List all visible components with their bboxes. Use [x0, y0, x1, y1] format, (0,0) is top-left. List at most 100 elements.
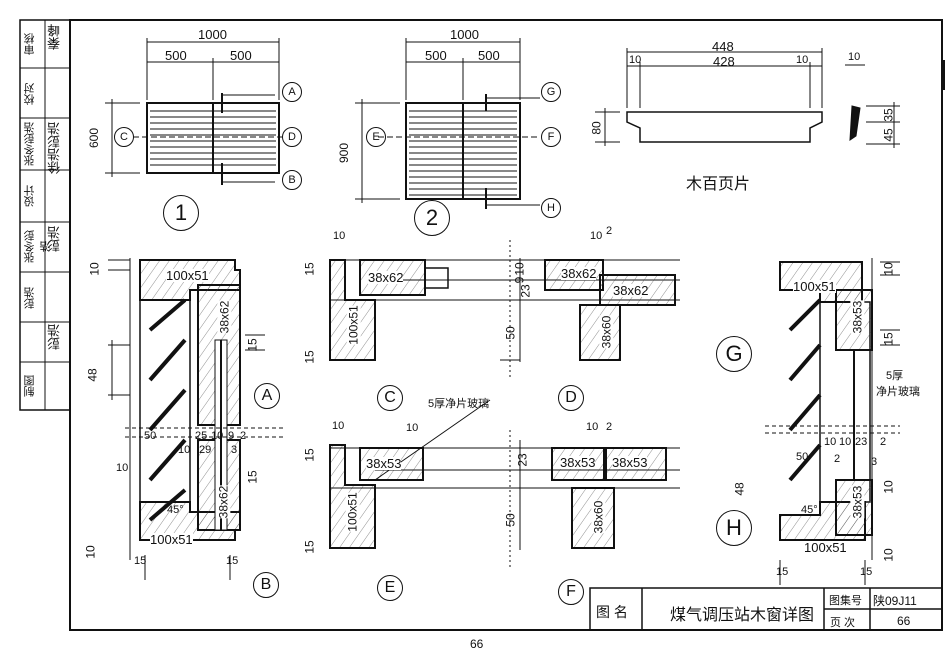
- section-b-dim-3: 3: [231, 444, 238, 456]
- section-b-dim-25: 25: [195, 430, 208, 442]
- section-e-dim-10b: 10: [406, 422, 419, 434]
- section-b-dim-10: 10: [211, 430, 224, 442]
- section-h-dim-10a: 10: [824, 436, 837, 448]
- section-d-dim-10b: 10: [512, 262, 527, 276]
- section-e-frame: 100x51: [345, 492, 360, 532]
- e1-height: 600: [87, 127, 102, 149]
- section-b-dim-10d: 10: [83, 545, 98, 559]
- title-name-label: 图 名: [596, 604, 628, 620]
- section-h-dim-23: 23: [855, 436, 868, 448]
- section-b-dim-50: 50: [144, 430, 157, 442]
- section-a-dim-15: 15: [245, 338, 260, 352]
- louver-side-a: 35: [881, 108, 896, 122]
- section-c-sash: 38x62: [368, 270, 404, 285]
- section-e-dim-15b: 15: [302, 540, 317, 554]
- section-d-dim-10: 10: [590, 230, 603, 242]
- section-e-label: E: [377, 575, 403, 601]
- louver-height: 80: [589, 121, 604, 135]
- section-f-dim-2: 2: [606, 421, 613, 433]
- side-checker: 校对: [23, 83, 36, 105]
- section-b-dim-9: 9: [228, 430, 235, 442]
- section-e-sash: 38x53: [366, 456, 402, 471]
- glass-note-right-2: 净片玻璃: [876, 386, 920, 398]
- cut-h: H: [541, 198, 561, 218]
- cut-d: D: [282, 127, 302, 147]
- section-a-label: A: [254, 383, 280, 409]
- drawing-title: 煤气调压站木窗详图: [670, 605, 815, 624]
- section-e-dim-10a: 10: [332, 420, 345, 432]
- section-h-dim-2: 2: [880, 436, 887, 448]
- section-f-dim-10: 10: [586, 421, 599, 433]
- title-block: [589, 587, 943, 631]
- section-d-sash: 38x62: [561, 266, 597, 281]
- atlas-label: 图集号: [829, 595, 862, 607]
- page-value: 66: [897, 614, 911, 628]
- section-b-dim-29: 29: [199, 444, 212, 456]
- glass-note-right-1: 5厚: [886, 370, 904, 382]
- section-a-dim-48: 48: [85, 368, 100, 382]
- section-g-dim-10: 10: [881, 262, 896, 276]
- section-h-dim-2b: 2: [834, 453, 841, 465]
- section-h-dim-15b: 15: [860, 566, 873, 578]
- elevation-1: [105, 38, 283, 185]
- section-d-label: D: [558, 385, 584, 411]
- page-label: 页 次: [830, 617, 856, 629]
- section-f-label: F: [558, 579, 584, 605]
- section-c-frame: 100x51: [346, 305, 361, 345]
- section-g-dim-15: 15: [881, 332, 896, 346]
- louver-side-b: 45: [881, 128, 896, 142]
- louver-slat: [595, 48, 900, 148]
- section-h-angle: 45°: [801, 504, 818, 516]
- side-drafter: 制图: [23, 375, 36, 397]
- section-g-frame: 100x51: [793, 279, 836, 294]
- section-h-dim-10c: 10: [881, 480, 896, 494]
- section-f-sash2: 38x53: [612, 455, 648, 470]
- cut-g: G: [541, 82, 561, 102]
- section-ab: [108, 258, 285, 580]
- section-b-frame: 100x51: [150, 532, 193, 547]
- section-d-dim-23: 23: [518, 284, 533, 298]
- section-c-dim-10: 10: [333, 230, 346, 242]
- elevation-2: [355, 38, 540, 209]
- e1-half-b: 500: [230, 48, 252, 63]
- section-h-dim-50: 50: [796, 451, 809, 463]
- section-c-dim-15b: 15: [302, 350, 317, 364]
- e2-width: 1000: [450, 27, 479, 42]
- cut-a: A: [282, 82, 302, 102]
- section-g-sash: 38x53: [850, 300, 865, 334]
- section-d-dim-9: 9: [512, 276, 527, 284]
- section-b-dim-15: 15: [245, 470, 260, 484]
- section-h-dim-10b: 10: [839, 436, 852, 448]
- section-d-sash2: 38x62: [613, 283, 649, 298]
- section-d-mullion: 38x60: [599, 315, 614, 349]
- e2-height: 900: [337, 142, 352, 164]
- section-d-dim-2: 2: [606, 225, 613, 237]
- e2-half-b: 500: [478, 48, 500, 63]
- elevation-1-label: 1: [163, 195, 199, 231]
- section-h-dim-3: 3: [871, 456, 878, 468]
- side-drafter-name: 彭浩: [23, 287, 36, 309]
- section-h-frame: 100x51: [804, 540, 847, 555]
- section-h-dim-48: 48: [732, 482, 747, 496]
- section-e-dim-15a: 15: [302, 448, 317, 462]
- signature-1: 秦峰: [48, 24, 63, 50]
- louver-right: 10: [796, 54, 809, 66]
- e2-half-a: 500: [425, 48, 447, 63]
- section-a-sash: 38x62: [217, 300, 232, 334]
- section-b-dim-10c: 10: [116, 462, 129, 474]
- page-number: 66: [470, 637, 484, 651]
- section-f-dim-50: 50: [503, 513, 518, 527]
- section-gh: [765, 258, 900, 585]
- section-b-dim-2: 2: [240, 430, 247, 442]
- elevation-2-label: 2: [414, 200, 450, 236]
- signature-4: 彭浩: [48, 324, 63, 350]
- section-b-dim-15b: 15: [226, 555, 239, 567]
- glass-note: 5厚净片玻璃: [428, 398, 490, 410]
- cut-c: C: [114, 127, 134, 147]
- section-f-dim-23: 23: [515, 453, 530, 467]
- e1-width: 1000: [198, 27, 227, 42]
- section-b-sash: 38x62: [216, 485, 231, 519]
- atlas-value: 陕09J11: [873, 594, 917, 608]
